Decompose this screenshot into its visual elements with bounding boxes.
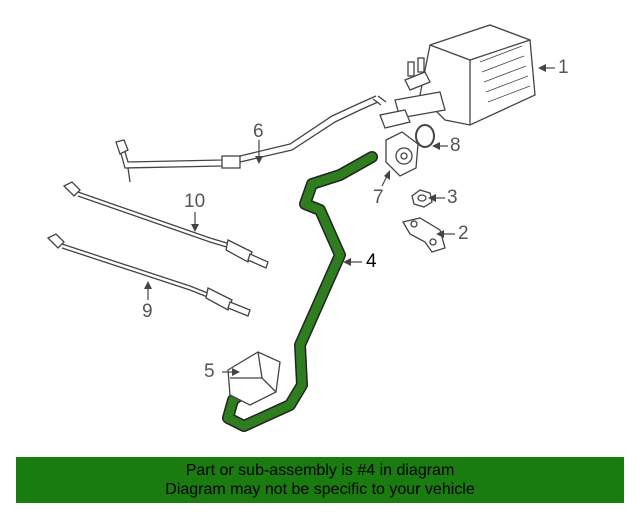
vapor-tube — [115, 95, 387, 183]
callout-5[interactable]: 5 — [204, 361, 215, 382]
banner-line-1: Part or sub-assembly is #4 in diagram — [185, 462, 455, 479]
bracket — [401, 217, 446, 253]
purge-valve — [385, 131, 419, 177]
banner-line-2: Diagram may not be specific to your vehi… — [165, 481, 475, 498]
callout-10[interactable]: 10 — [184, 191, 206, 212]
callout-2[interactable]: 2 — [458, 223, 469, 244]
nut — [411, 189, 433, 208]
callout-3[interactable]: 3 — [447, 187, 458, 208]
callout-6[interactable]: 6 — [253, 121, 264, 142]
arrow-heads — [144, 64, 546, 376]
hose-bracket — [227, 351, 281, 406]
callout-7[interactable]: 7 — [373, 187, 384, 208]
parts-diagram — [46, 24, 555, 432]
highlighted-hose — [222, 151, 378, 432]
evap-canister — [379, 24, 536, 129]
callout-8[interactable]: 8 — [450, 135, 461, 156]
info-banner: Part or sub-assembly is #4 in diagram Di… — [16, 457, 624, 503]
callout-4[interactable]: 4 — [366, 251, 377, 272]
callout-9[interactable]: 9 — [142, 301, 153, 322]
callout-1[interactable]: 1 — [558, 57, 569, 78]
oxygen-sensor-lower — [46, 233, 251, 317]
o-ring — [415, 124, 435, 148]
oxygen-sensor-upper — [62, 181, 269, 269]
